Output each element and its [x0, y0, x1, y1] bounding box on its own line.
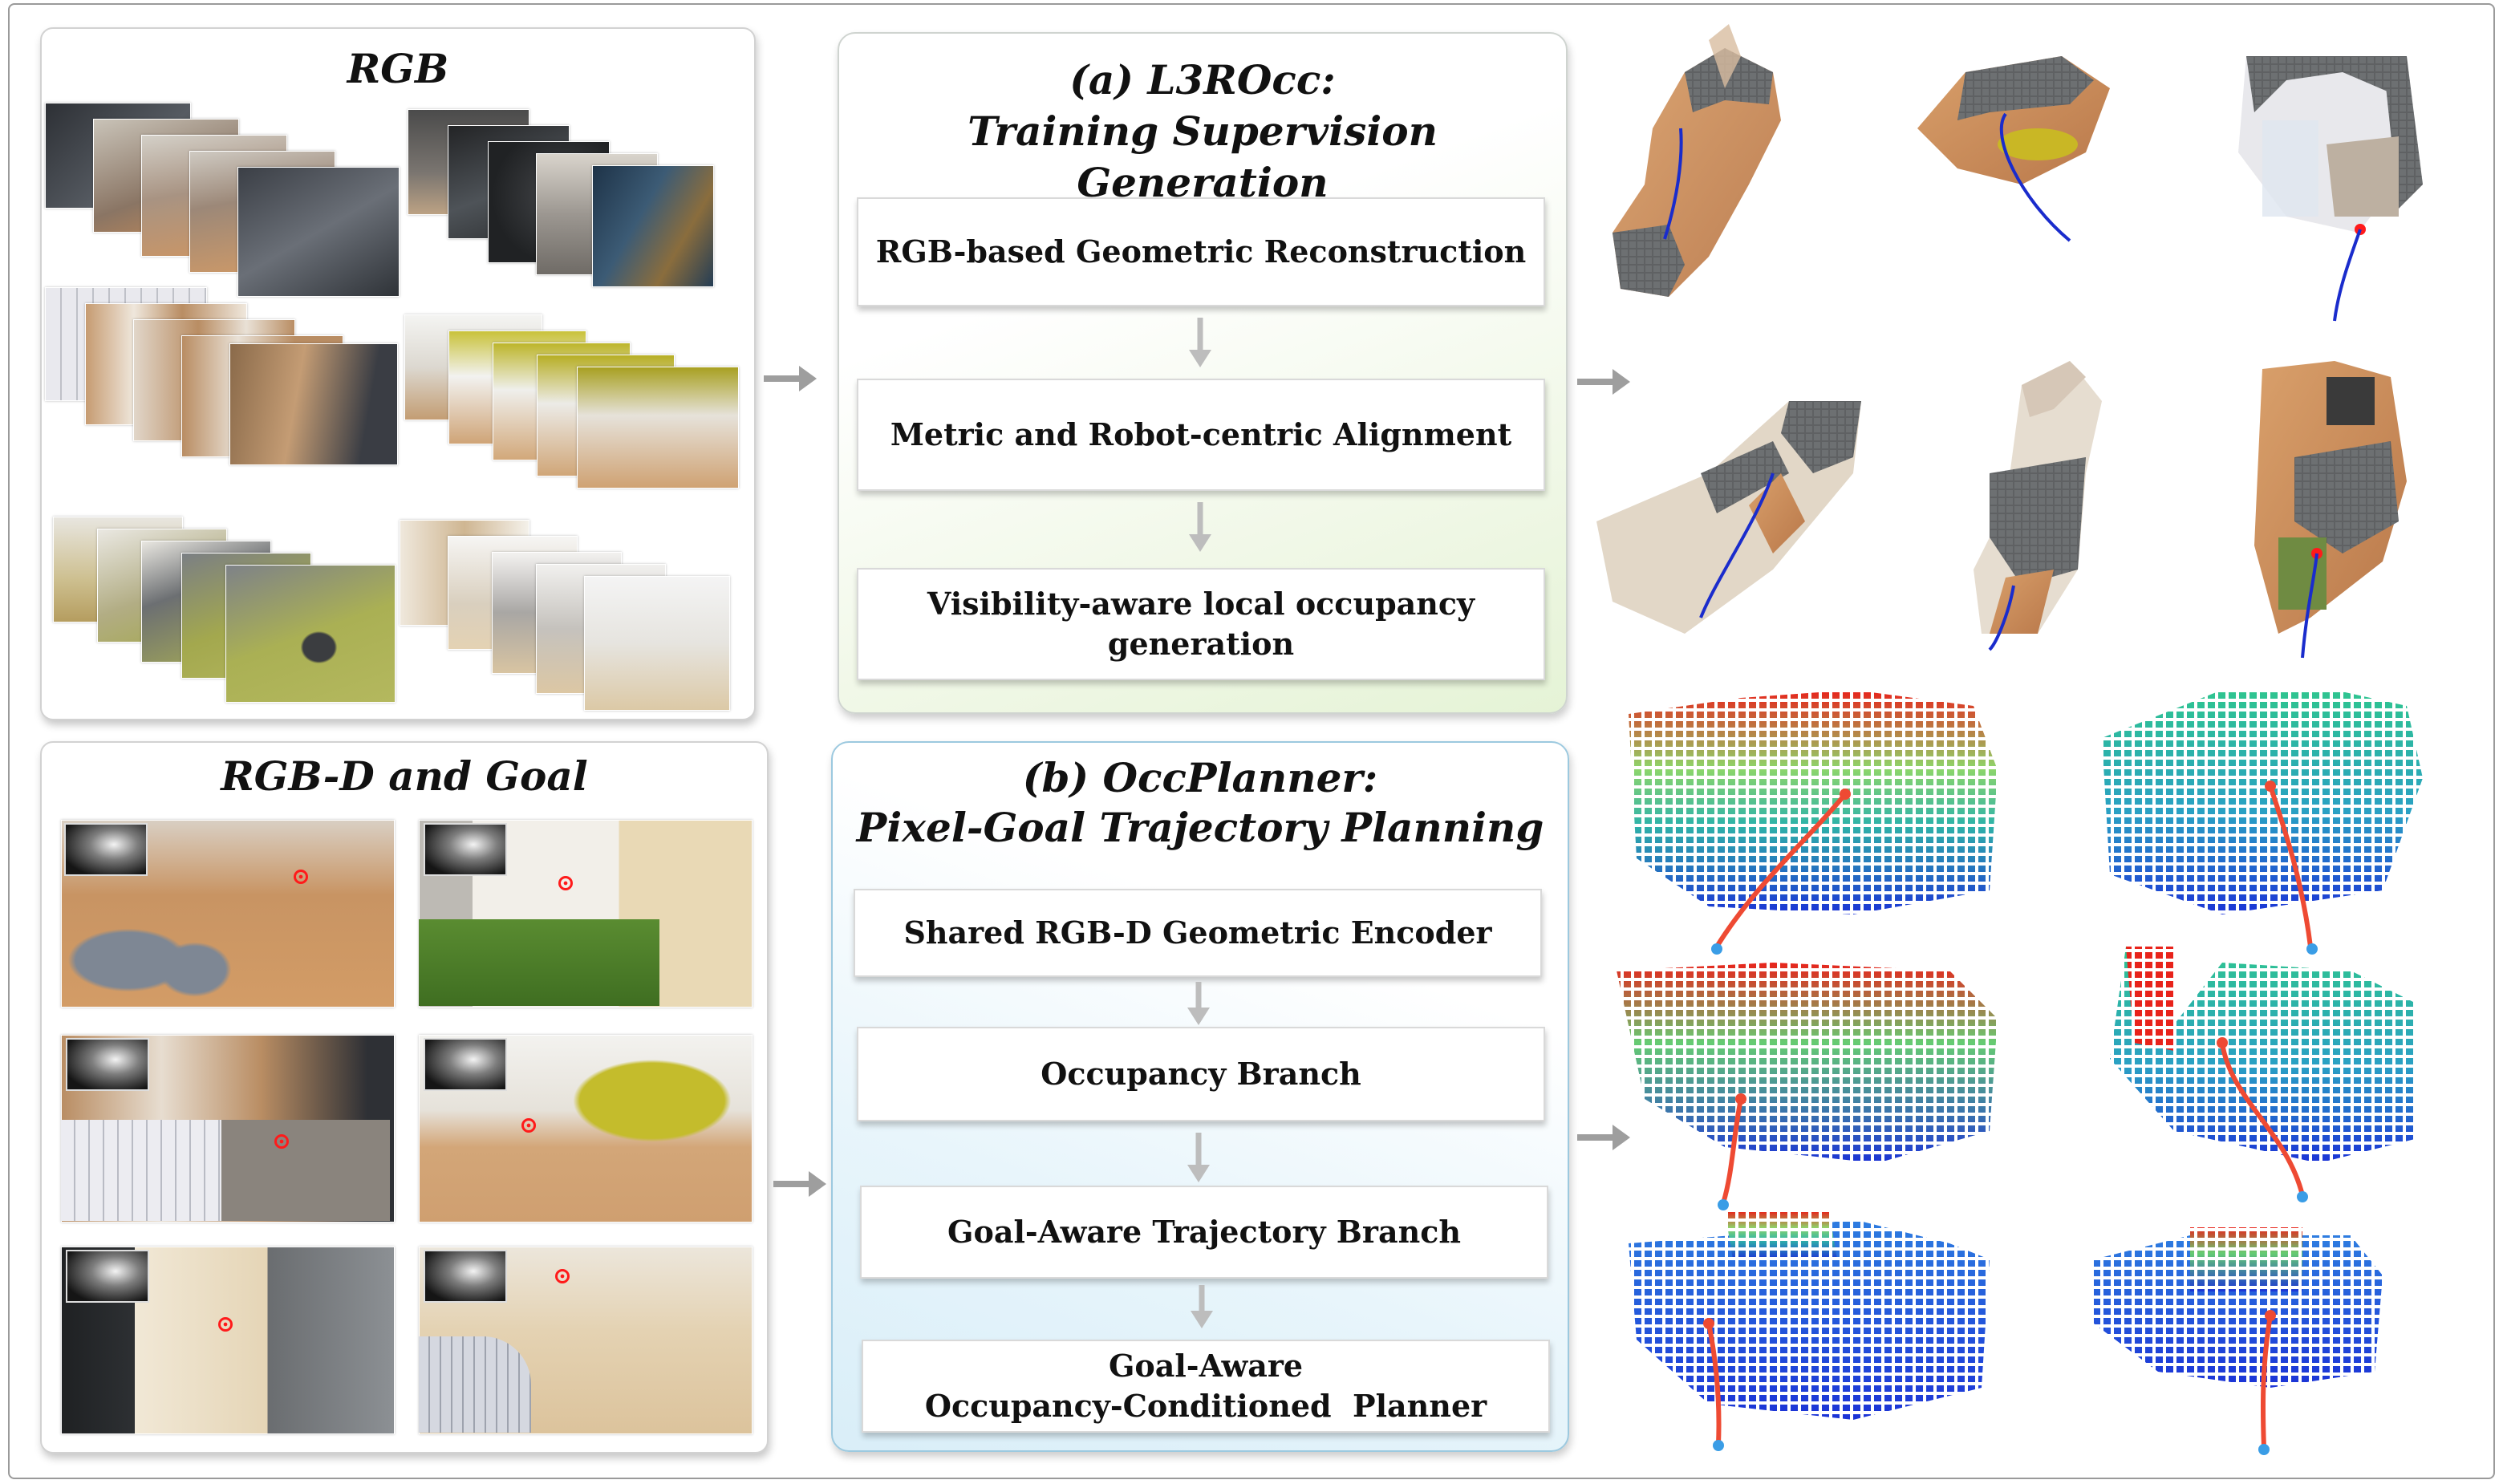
reconstruction-map-4	[1596, 401, 1861, 634]
trajectory-lines	[1703, 781, 2318, 1455]
rgbd-depth-inset-5	[66, 1250, 149, 1303]
rgbd-depth-inset-4	[424, 1038, 507, 1091]
goal-marker-icon	[218, 1317, 233, 1332]
rgb-panel-title: RGB	[347, 45, 449, 92]
goal-marker-icon	[558, 876, 573, 890]
right-arrow-icon	[1577, 369, 1630, 395]
reconstruction-map-2	[1917, 56, 2110, 242]
reconstruction-map-3	[2238, 56, 2423, 322]
occupancy-plot-2	[2102, 690, 2423, 914]
rgb-stack-yellow-room	[404, 314, 749, 507]
goal-marker-icon	[555, 1269, 570, 1283]
rgb-stack-bedroom	[45, 287, 406, 480]
rgbd-depth-inset-3	[66, 1038, 149, 1091]
reconstruction-maps	[1596, 24, 2423, 659]
down-arrow-icon	[1187, 982, 1210, 1025]
occupancy-plot-6	[2094, 1235, 2383, 1388]
step-metric-robot-centric-alignment: Metric and Robot-centric Alignment	[857, 379, 1545, 491]
occupancy-plot-1	[1629, 690, 1998, 914]
step-shared-rgbd-encoder: Shared RGB-D Geometric Encoder	[854, 889, 1542, 977]
rgbd-depth-inset-1	[64, 823, 148, 876]
down-arrow-icon	[1191, 1285, 1213, 1328]
step-goal-aware-trajectory-branch: Goal-Aware Trajectory Branch	[860, 1186, 1548, 1279]
occupancy-plots	[1617, 690, 2423, 1455]
goal-marker-icon	[274, 1134, 289, 1149]
reconstruction-map-6	[2254, 361, 2407, 659]
reconstruction-map-5	[1974, 361, 2102, 651]
rgb-stack-corridor	[408, 109, 753, 302]
module-b-panel: (b) OccPlanner: Pixel-Goal Trajectory Pl…	[831, 741, 1569, 1452]
rgbd-panel: RGB-D and Goal	[40, 741, 769, 1454]
step-visibility-aware-occupancy: Visibility-aware local occupancy generat…	[857, 568, 1545, 680]
rgbd-depth-inset-6	[424, 1250, 507, 1303]
down-arrow-icon	[1189, 318, 1211, 367]
rgbd-panel-title: RGB-D and Goal	[221, 752, 588, 800]
step-rgb-geometric-reconstruction: RGB-based Geometric Reconstruction	[857, 197, 1545, 306]
module-a-title-line1: (a) L3ROcc:	[1069, 56, 1336, 103]
module-b-title-line1: (b) OccPlanner:	[1022, 754, 1378, 801]
module-a-title-line2: Training Supervision Generation	[968, 107, 1438, 206]
step-occupancy-branch: Occupancy Branch	[857, 1027, 1545, 1121]
goal-marker-icon	[294, 870, 308, 884]
step-occupancy-conditioned-planner: Goal-Aware Occupancy-Conditioned Planner	[862, 1340, 1550, 1433]
right-arrow-icon	[773, 1171, 826, 1197]
final-step-line1: Goal-Aware	[1108, 1348, 1304, 1384]
goal-marker-icon	[521, 1118, 536, 1133]
reconstruction-map-1	[1613, 24, 1781, 297]
rgbd-depth-inset-2	[424, 823, 507, 876]
down-arrow-icon	[1189, 502, 1211, 552]
occupancy-plot-4	[2110, 947, 2415, 1163]
right-arrow-icon	[1577, 1125, 1630, 1150]
module-b-title-line2: Pixel-Goal Trajectory Planning	[856, 804, 1544, 851]
down-arrow-icon	[1187, 1133, 1210, 1182]
module-a-panel: (a) L3ROcc: Training Supervision Generat…	[838, 32, 1568, 714]
rgb-panel: RGB	[40, 27, 756, 720]
rgb-stack-living-room	[45, 103, 406, 297]
rgb-stack-white-hallway	[400, 520, 753, 712]
final-step-line2: Occupancy-Conditioned Planner	[924, 1388, 1487, 1424]
right-arrow-icon	[764, 366, 817, 391]
occupancy-plot-5	[1629, 1219, 1990, 1420]
rgb-stack-green-carpet	[53, 517, 406, 709]
